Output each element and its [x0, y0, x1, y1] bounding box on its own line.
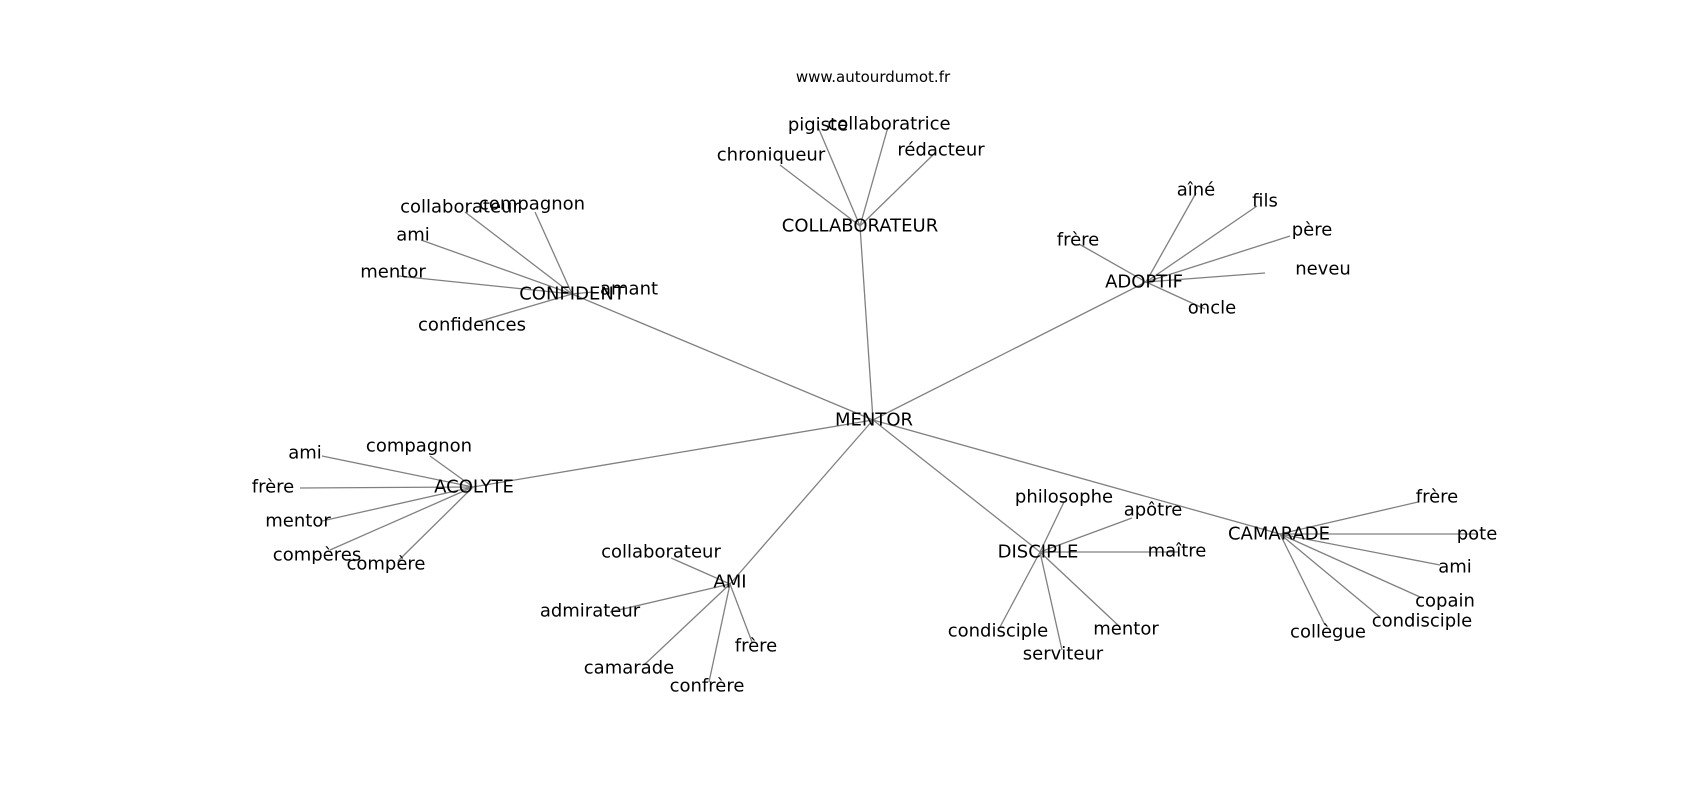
edge-ami-collaborateur	[670, 557, 731, 585]
edge-center-adoptif	[872, 281, 1147, 421]
edge-collaborateur-redacteur	[859, 151, 937, 227]
word-node-disciple-serviteur: serviteur	[1023, 644, 1104, 665]
site-url: www.autourdumot.fr	[796, 68, 951, 86]
edge-acolyte-frere	[299, 486, 474, 489]
word-node-confident-collaborateur: collaborateur	[400, 197, 520, 218]
word-node-disciple-maitre: maître	[1148, 541, 1207, 562]
edge-ami-camarade	[643, 583, 731, 666]
edge-confident-confidences	[476, 293, 573, 323]
edge-acolyte-mentor	[321, 486, 474, 522]
edge-confident-ami	[420, 239, 573, 295]
word-node-adoptif-frere: frère	[1057, 230, 1100, 251]
word-node-collaborateur-collaboratrice: collaboratrice	[827, 114, 950, 135]
edge-camarade-copain	[1279, 533, 1421, 598]
edge-camarade-condisciple	[1279, 533, 1381, 618]
edge-adoptif-pere	[1145, 235, 1291, 283]
word-node-collaborateur-chroniqueur: chroniqueur	[717, 145, 826, 166]
word-node-camarade-pote: pote	[1457, 524, 1498, 545]
word-node-collaborateur-redacteur: rédacteur	[897, 140, 985, 161]
edges-layer	[299, 126, 1478, 683]
word-node-disciple-philosophe: philosophe	[1015, 487, 1113, 508]
word-node-confident-confidences: confidences	[418, 315, 526, 336]
word-node-collaborateur-pigiste: pigiste	[788, 115, 848, 136]
word-node-adoptif-neveu: neveu	[1295, 259, 1351, 280]
edge-collaborateur-chroniqueur	[779, 164, 861, 227]
word-node-acolyte-frere: frère	[252, 477, 295, 498]
edge-acolyte-ami	[321, 455, 474, 488]
word-node-camarade-frere: frère	[1416, 487, 1459, 508]
group-node-disciple: DISCIPLE	[998, 542, 1079, 563]
word-node-ami-collaborateur: collaborateur	[601, 542, 721, 563]
word-node-camarade-ami: ami	[1438, 557, 1472, 578]
edge-disciple-philosophe	[1039, 501, 1065, 553]
edge-ami-confrere	[708, 583, 731, 683]
word-node-acolyte-compere: compère	[346, 554, 425, 575]
edge-acolyte-comperes	[329, 486, 474, 551]
group-node-adoptif: ADOPTIF	[1105, 272, 1183, 293]
group-node-collaborateur: COLLABORATEUR	[782, 216, 938, 237]
edge-center-ami	[729, 419, 874, 585]
edge-adoptif-aine	[1145, 192, 1197, 283]
word-node-disciple-apotre: apôtre	[1124, 500, 1183, 521]
word-node-camarade-copain: copain	[1415, 591, 1475, 612]
edge-ami-frere	[729, 583, 753, 643]
edge-disciple-mentor	[1039, 551, 1121, 628]
word-node-adoptif-aine: aîné	[1177, 180, 1216, 201]
edge-confident-amant	[571, 291, 594, 295]
edge-center-collaborateur	[859, 225, 874, 421]
word-node-acolyte-comperes: compères	[273, 545, 361, 566]
edge-disciple-apotre	[1039, 517, 1133, 553]
word-node-adoptif-oncle: oncle	[1188, 298, 1236, 319]
edge-adoptif-oncle	[1145, 281, 1206, 310]
word-node-confident-mentor: mentor	[360, 262, 426, 283]
word-node-acolyte-compagnon: compagnon	[366, 436, 472, 457]
word-node-ami-admirateur: admirateur	[540, 601, 641, 622]
center-node-mentor: MENTOR	[835, 410, 913, 431]
edge-adoptif-neveu	[1145, 272, 1266, 283]
edge-confident-compagnon	[534, 211, 573, 295]
word-node-adoptif-fils: fils	[1252, 191, 1278, 212]
group-node-acolyte: ACOLYTE	[434, 477, 514, 498]
edge-camarade-collegue	[1279, 533, 1326, 626]
edge-center-acolyte	[472, 419, 874, 488]
edge-acolyte-compagnon	[429, 455, 474, 488]
labels-layer: www.autourdumot.fr chroniqueurpigistecol…	[252, 68, 1498, 697]
word-node-acolyte-mentor: mentor	[265, 511, 331, 532]
edge-adoptif-frere	[1078, 243, 1147, 283]
edge-camarade-frere	[1279, 501, 1419, 535]
word-node-adoptif-pere: père	[1292, 220, 1333, 241]
group-node-ami: AMI	[713, 572, 746, 593]
word-node-confident-ami: ami	[396, 225, 430, 246]
edge-center-disciple	[872, 419, 1041, 553]
word-node-ami-camarade: camarade	[584, 658, 674, 679]
edge-center-camarade	[872, 419, 1281, 535]
edge-camarade-ami	[1279, 533, 1441, 566]
edge-ami-admirateur	[609, 583, 731, 613]
edge-adoptif-fils	[1145, 205, 1258, 283]
word-node-camarade-condisciple: condisciple	[1372, 611, 1473, 632]
word-node-confident-amant: amant	[600, 279, 658, 300]
edge-disciple-condisciple	[999, 551, 1041, 628]
word-node-disciple-mentor: mentor	[1093, 619, 1159, 640]
edge-collaborateur-collaboratrice	[859, 126, 889, 227]
word-node-ami-confrere: confrère	[670, 676, 745, 697]
edge-confident-collaborateur	[464, 211, 573, 295]
edge-collaborateur-pigiste	[817, 126, 861, 227]
edge-disciple-serviteur	[1039, 551, 1063, 651]
group-node-camarade: CAMARADE	[1228, 524, 1330, 545]
edge-center-confident	[571, 293, 874, 421]
word-node-acolyte-ami: ami	[288, 443, 322, 464]
word-node-confident-compagnon: compagnon	[479, 194, 585, 215]
word-node-camarade-collegue: collègue	[1290, 622, 1366, 643]
group-node-confident: CONFIDENT	[519, 284, 626, 305]
edge-confident-mentor	[397, 275, 573, 295]
word-node-disciple-condisciple: condisciple	[948, 621, 1049, 642]
word-node-ami-frere: frère	[735, 636, 778, 657]
edge-acolyte-compere	[397, 486, 474, 562]
